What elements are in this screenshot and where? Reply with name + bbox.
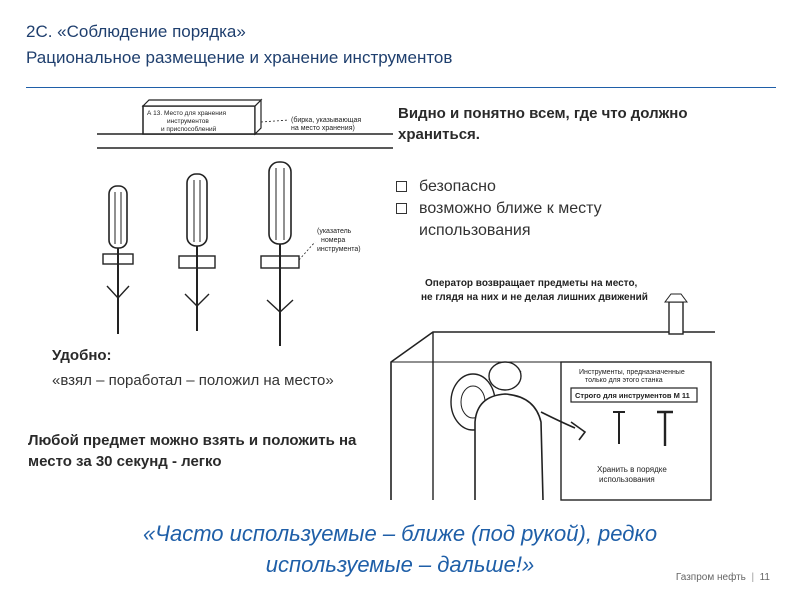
bullet-item-safe: безопасно <box>394 176 674 198</box>
title-divider <box>26 87 776 88</box>
pointer-note-line3: инструмента) <box>317 246 361 253</box>
tag-note-line1: (бирка, указывающая <box>291 116 361 124</box>
slide-title-line2: Рациональное размещение и хранение инстр… <box>26 48 453 67</box>
big-quote: «Часто используемые – ближе (под рукой),… <box>40 518 760 580</box>
storage-tag: А 13. Место для хранения инструментов и … <box>141 98 263 136</box>
tag-text-line2: инструментов <box>167 118 209 125</box>
bullet-item-near: возможно ближе к месту использования <box>394 198 674 242</box>
tag-text-line3: и приспособлений <box>161 125 217 133</box>
screwdriver-rack-illustration: А 13. Место для хранения инструментов и … <box>97 98 393 346</box>
visible-storage-heading: Видно и понятно всем, где что должно хра… <box>398 105 688 143</box>
footer-page-number: 11 <box>759 572 770 583</box>
footer-separator: | <box>748 572 757 583</box>
operator-machine-illustration: Оператор возвращает предметы на место, н… <box>390 278 715 501</box>
footer: Газпром нефть | 11 <box>676 572 770 583</box>
board-text-line2: только для этого станка <box>585 377 663 384</box>
operator-caption-line1: Оператор возвращает предметы на место, <box>425 278 638 289</box>
checkbox-bullet-icon <box>396 203 407 214</box>
screwdriver-3 <box>260 161 300 346</box>
board-text-line1: Инструменты, предназначенные <box>579 369 685 376</box>
hammer-icon <box>657 410 673 446</box>
bullet-list: безопасно возможно ближе к месту использ… <box>394 176 674 242</box>
checkbox-bullet-icon <box>396 181 407 192</box>
board-bottom-line1: Хранить в порядке <box>597 465 667 474</box>
wrench-icon <box>613 411 625 444</box>
operator-figure <box>474 361 587 501</box>
big-quote-line1: «Часто используемые – ближе (под рукой),… <box>142 521 658 546</box>
pointer-note-line1: (указатель <box>317 228 352 235</box>
convenient-quote: «взял – поработал – положил на место» <box>52 372 334 389</box>
board-label: Строго для инструментов М 11 <box>575 391 690 400</box>
operator-caption-line2: не глядя на них и не делая лишних движен… <box>421 292 648 303</box>
pointer-note-line2: номера <box>321 237 345 244</box>
board-bottom-line2: использования <box>599 475 655 484</box>
slide-title-line1: 2С. «Соблюдение порядка» <box>26 22 246 41</box>
footer-company: Газпром нефть <box>675 572 746 583</box>
tag-note-line2: на место хранения) <box>291 125 355 132</box>
screwdriver-1 <box>102 185 134 334</box>
thirty-seconds-statement: Любой предмет можно взять и положить на … <box>28 432 357 470</box>
screwdriver-2 <box>178 173 216 331</box>
convenient-heading: Удобно: <box>52 347 112 364</box>
tag-text-line1: А 13. Место для хранения <box>147 110 226 117</box>
big-quote-line2: используемые – дальше!» <box>265 552 535 577</box>
